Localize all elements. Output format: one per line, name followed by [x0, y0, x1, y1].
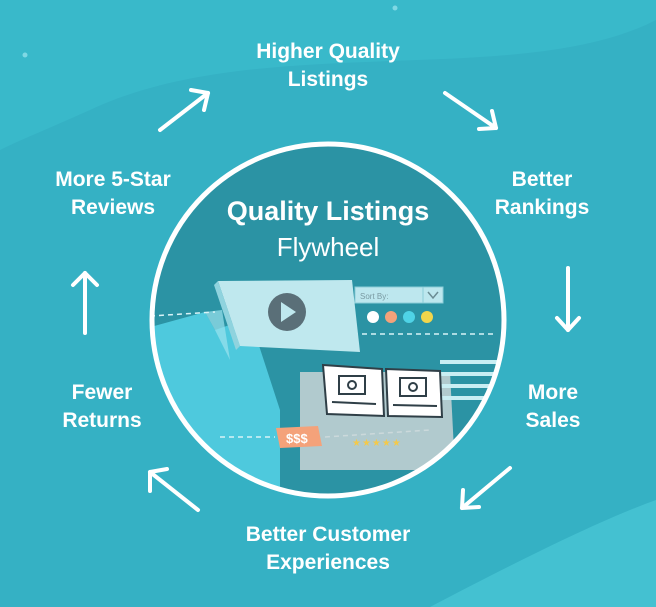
arrow-icon — [555, 266, 581, 332]
product-card — [384, 367, 444, 419]
chevron-down-icon — [427, 291, 439, 300]
step-label-line1: More 5-Star — [55, 168, 171, 191]
step-label-line1: More — [527, 381, 579, 404]
swatch-white — [367, 311, 379, 323]
step-label-line2: Listings — [287, 68, 369, 91]
price-tag-label: $$$ — [286, 431, 308, 446]
step-label-line2: Rankings — [494, 196, 590, 219]
diagram-title: Quality Listings — [226, 196, 430, 226]
arrow-icon — [460, 466, 512, 510]
arrow-icon — [443, 91, 498, 131]
step-label-line2: Returns — [62, 409, 142, 432]
swatch-orange — [385, 311, 397, 323]
color-swatches — [367, 311, 433, 323]
step-label-line1: Better Customer — [245, 523, 411, 546]
arrow-icon — [148, 467, 200, 512]
diagram-subtitle: Flywheel — [276, 232, 380, 262]
sort-dropdown: Sort By: — [354, 286, 444, 304]
rating-stars: ★★★★★ — [352, 438, 402, 449]
step-more-sales: More Sales — [493, 379, 613, 435]
step-more-5-star-reviews: More 5-Star Reviews — [38, 166, 188, 222]
step-better-rankings: Better Rankings — [482, 166, 602, 222]
step-fewer-returns: Fewer Returns — [42, 379, 162, 435]
step-label-line2: Sales — [525, 409, 581, 432]
price-tag: $$$ — [276, 426, 322, 448]
step-label-line1: Fewer — [71, 381, 133, 404]
step-label-line2: Reviews — [70, 196, 156, 219]
arrow-icon — [71, 271, 99, 335]
step-label-line2: Experiences — [266, 551, 390, 574]
step-better-customer-experiences: Better Customer Experiences — [213, 521, 443, 577]
video-card — [214, 280, 360, 352]
step-label-line1: Higher Quality — [256, 40, 400, 63]
swatch-cyan — [403, 311, 415, 323]
sort-label: Sort By: — [360, 292, 388, 301]
arrow-icon — [158, 88, 210, 132]
image-icon — [338, 375, 366, 395]
image-icon — [399, 377, 427, 397]
step-label-line1: Better — [511, 168, 573, 191]
text-lines — [434, 360, 500, 400]
swatch-yellow — [421, 311, 433, 323]
product-card — [321, 363, 386, 418]
step-higher-quality-listings: Higher Quality Listings — [228, 38, 428, 94]
